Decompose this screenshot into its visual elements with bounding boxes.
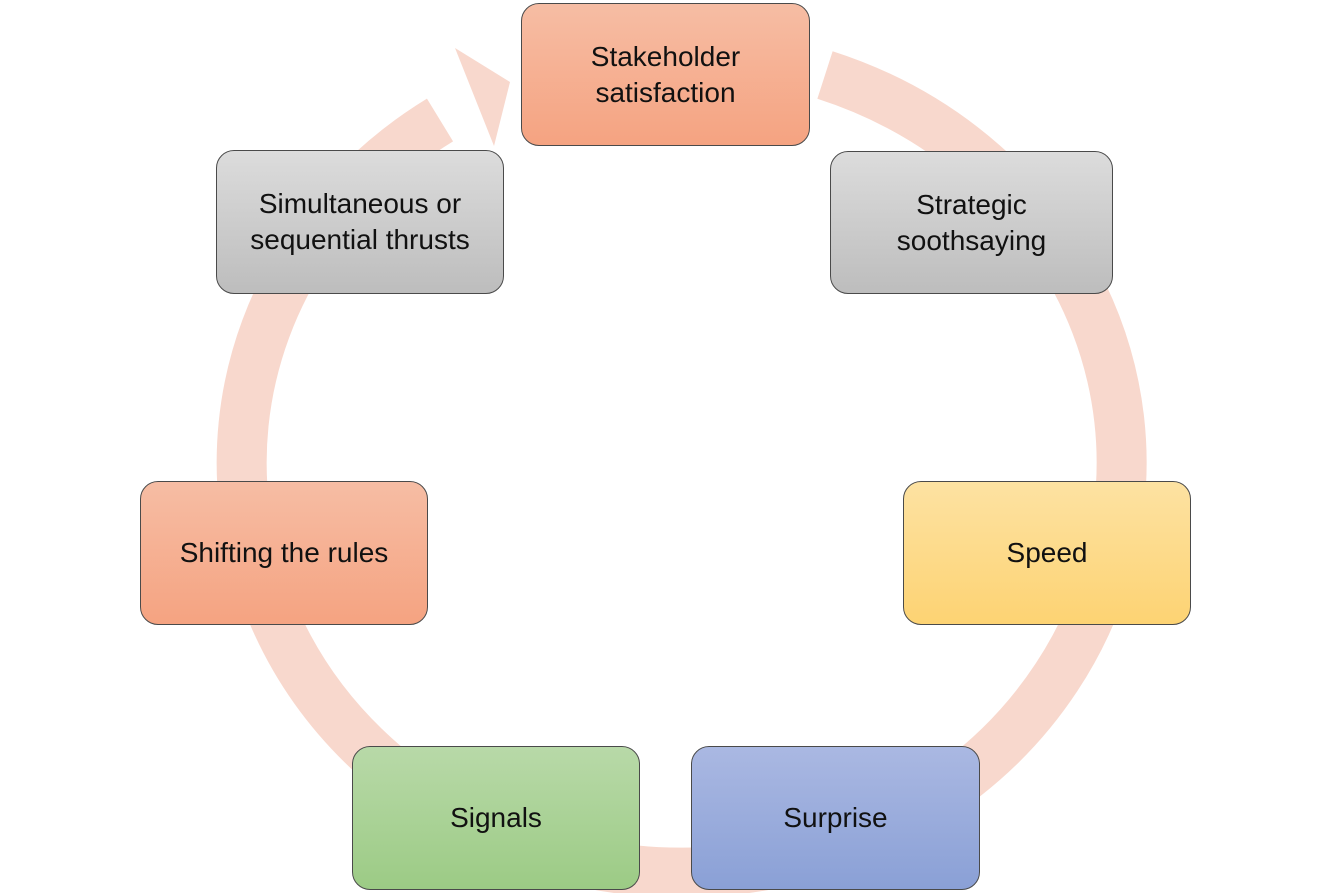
node-label: Signals xyxy=(450,802,542,833)
node-speed: Speed xyxy=(903,481,1191,625)
node-label: Strategic soothsaying xyxy=(896,188,1047,256)
node-label: Stakeholder satisfaction xyxy=(590,40,741,108)
cycle-arrowhead-icon xyxy=(455,48,510,146)
node-signals: Signals xyxy=(352,746,640,890)
node-stakeholder-satisfaction: Stakeholder satisfaction xyxy=(521,3,810,146)
node-simultaneous-or-sequential-thrusts: Simultaneous or sequential thrusts xyxy=(216,150,504,294)
node-label: Simultaneous or sequential thrusts xyxy=(250,188,470,255)
node-label: Speed xyxy=(1006,537,1088,568)
node-label: Shifting the rules xyxy=(179,537,389,568)
node-shifting-the-rules: Shifting the rules xyxy=(140,481,428,625)
node-strategic-soothsaying: Strategic soothsaying xyxy=(830,151,1113,294)
node-label: Surprise xyxy=(783,802,888,833)
node-surprise: Surprise xyxy=(691,746,980,890)
